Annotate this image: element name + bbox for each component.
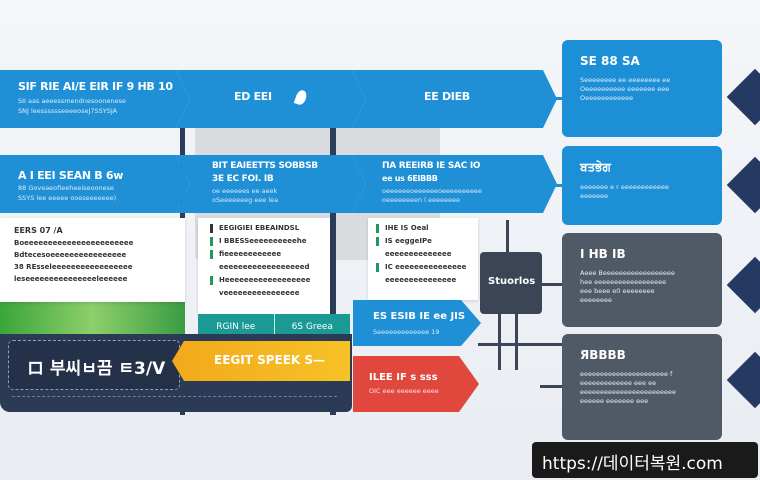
info-card-middle: EEGIGIEI EBEAINDSL I BBESSeeeeeeeeeehe f… xyxy=(198,218,330,314)
step-band-2-2: BIT EAIEETTS SOBBSB 3E EC FOI. IB oe eee… xyxy=(176,155,366,213)
connector-line xyxy=(540,184,562,187)
leaf-icon xyxy=(294,89,309,107)
red-arrow: ILEE IF s sss OIC eee eeeeee eeee xyxy=(353,356,479,412)
divider-line xyxy=(330,125,336,415)
connector-line xyxy=(540,97,562,100)
step-text: oeeeeeeeen l eeeeeeee xyxy=(382,196,461,204)
right-card-title: I HB IB xyxy=(580,247,626,261)
card-line: Boeeeeeeeeeeeeeeeeeeeeeee xyxy=(14,239,134,247)
step-band-2-1: A I EEI SEAN B 6w 88 Goveaeofieeheeiseoo… xyxy=(0,155,190,213)
card-title: EEGIGIEI EBEAINDSL xyxy=(219,224,300,232)
step-title: SIF RIE AI/E EIR IF 9 HB 10 xyxy=(18,80,173,93)
watermark: https://데이터복원.com xyxy=(532,442,758,478)
dashed-divider xyxy=(12,396,337,397)
step-title: ED EEI xyxy=(234,90,272,103)
step-band-2-3: ΠΑ REEIRB IE SAC IO ee us 6EIBBB oeeeeee… xyxy=(352,155,557,213)
watermark-text: https://데이터복원.com xyxy=(542,454,723,474)
card-line: veeeeeeeeeeeeeeee xyxy=(219,289,300,297)
step-text: 88 Goveaeofieeheeiseoonese xyxy=(18,184,115,192)
right-card-line: eeeeeeeeeeeeeeeeeeeeeeee xyxy=(580,388,676,396)
right-card-line: eeeeeee xyxy=(580,192,608,200)
teal-cell: RGIN lee xyxy=(198,314,275,340)
diamond-icon xyxy=(726,156,760,214)
step-text: oeeeeeeoeeeeeeoeeeeeeeeee xyxy=(382,187,482,195)
right-card-line: Oeeeeeeeeeeee xyxy=(580,94,634,102)
right-card-line: eeeeeeeeeeeeeeeeeeeeee f xyxy=(580,370,673,378)
step-title: EE DIEB xyxy=(424,90,470,103)
diamond-icon xyxy=(726,351,760,409)
step-title: A I EEI SEAN B 6w xyxy=(18,169,124,182)
right-card-line: Seeeeeeee ee eeeeeeee ee xyxy=(580,76,671,84)
teal-cell: 6S Greea xyxy=(291,322,333,332)
step-title: BIT EAIEETTS SOBBSB xyxy=(212,161,318,171)
step-subtitle: ee us 6EIBBB xyxy=(382,174,438,183)
right-card-line: eeeeeeeeeeeee eee ee xyxy=(580,379,657,387)
connector-line xyxy=(498,300,501,370)
step-band-1-2: ED EEI xyxy=(176,70,366,128)
yellow-arrow-label: EEGIT SPEEK S— xyxy=(214,353,326,367)
hub-node: Stuorlos xyxy=(480,252,542,314)
right-card-line: hee eeeeeeeeeeeeeeeeee xyxy=(580,278,667,286)
info-card-right: IHE IS Oeal IS eeggeIPe eeeeeeeeeeeeee I… xyxy=(368,218,478,300)
card-line: leseeeeeeeeeeeeeeeleeeeee xyxy=(14,275,128,283)
step-band-1-3: EE DIEB xyxy=(352,70,557,128)
panel-title: ロ 부씨ㅂ끔 ㅌ3/V xyxy=(27,359,166,379)
diamond-icon xyxy=(726,256,760,314)
right-card-1: SE 88 SA Seeeeeeee ee eeeeeeee ee Oeeeee… xyxy=(562,40,722,137)
card-line: eeeeeeeeeeeeeeeeeed xyxy=(219,263,310,271)
connector-line xyxy=(478,343,562,346)
blue-arrow: ES ESIB IE ee JIS Seeeeeeeeeeeee 19 xyxy=(353,300,481,346)
right-card-line: eee beee e0 eeeeeeee xyxy=(580,287,655,295)
card-line: IS eeggeIPe xyxy=(385,237,432,245)
blue-arrow-title: ES ESIB IE ee JIS xyxy=(373,311,466,322)
right-card-line: eeeeeee e r eeeeeeeeeeee xyxy=(580,183,669,191)
panel-title-frame: ロ 부씨ㅂ끔 ㅌ3/V xyxy=(8,340,180,390)
right-card-3: I HB IB Aeee Beeeeeeeeeeeeeeeeee hee eee… xyxy=(562,233,722,327)
right-card-title: SE 88 SA xyxy=(580,54,640,68)
right-card-title: ЯBBBB xyxy=(580,348,626,362)
card-line: eeeeeeeeeeeeee xyxy=(385,250,452,258)
card-line: eeeeeeeeeeeeeee xyxy=(385,276,457,284)
right-card-line: eeeeeeee xyxy=(580,296,612,304)
connector-line xyxy=(515,300,518,370)
hub-node-label: Stuorlos xyxy=(488,276,536,287)
card-line: 38 REsseleeeeeeeeeeeeeeeee xyxy=(14,263,133,271)
yellow-arrow: EEGIT SPEEK S— xyxy=(172,341,350,381)
card-line: IC eeeeeeeeeeeeeee xyxy=(385,263,467,271)
step-subtitle: 3E EC FOI. IB xyxy=(212,174,274,184)
connector-line xyxy=(506,220,509,260)
step-text: oSeeeeeeeg eee lea xyxy=(212,196,279,204)
info-card-left: EERS 07 /A Boeeeeeeeeeeeeeeeeeeeeeee Bdt… xyxy=(0,218,185,302)
step-text: SSYS lee eeeee ooeseeeeeee) xyxy=(18,194,117,202)
right-card-4: ЯBBBB eeeeeeeeeeeeeeeeeeeeee f eeeeeeeee… xyxy=(562,334,722,440)
step-text: SII aas aeeessmendnesoonenese xyxy=(18,97,126,105)
connector-line xyxy=(540,283,562,286)
red-arrow-title: ILEE IF s sss xyxy=(369,372,438,383)
card-title: IHE IS Oeal xyxy=(385,224,429,232)
card-line: I BBESSeeeeeeeeeehe xyxy=(219,237,307,245)
right-card-2: ਬਤਭੇਗ eeeeeee e r eeeeeeeeeeee eeeeeee xyxy=(562,146,722,225)
diamond-icon xyxy=(726,68,760,126)
connector-line xyxy=(540,385,562,388)
red-arrow-text: OIC eee eeeeee eeee xyxy=(369,387,439,395)
card-line: fieeeeeeeeeeee xyxy=(219,250,282,258)
right-card-line: eeeeee eeeeeee eee xyxy=(580,397,649,405)
blue-arrow-text: Seeeeeeeeeeeee 19 xyxy=(373,328,440,336)
right-card-line: Aeee Beeeeeeeeeeeeeeeeee xyxy=(580,269,675,277)
step-title: ΠΑ REEIRB IE SAC IO xyxy=(382,161,481,171)
step-band-1-1: SIF RIE AI/E EIR IF 9 HB 10 SII aas aeee… xyxy=(0,70,190,128)
card-line: Bdtecesoeeeeeeeeeeeeeeee xyxy=(14,251,127,259)
step-text: SNJ leesssssseeeeoseJ7SSYSJA xyxy=(18,107,118,115)
card-title: EERS 07 /A xyxy=(14,226,63,235)
right-card-title: ਬਤਭੇਗ xyxy=(580,160,611,174)
right-card-line: Oeeeeeeeeee eeeeeee eee xyxy=(580,85,670,93)
step-text: oe eeeeees ee aeek xyxy=(212,187,278,195)
card-line: Heeeeeeeeeeeeeeeeee xyxy=(219,276,311,284)
